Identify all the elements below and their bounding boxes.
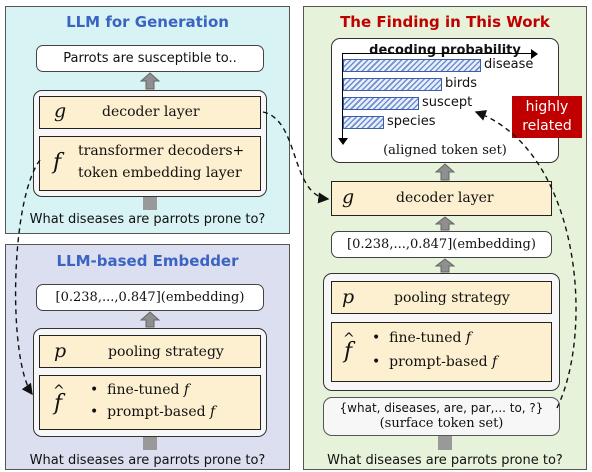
up-arrow-icon [434,258,456,273]
fhat-symbol: f [54,391,63,416]
surface-tokens-text: {what, diseases, are, par,... to, ?} [339,401,544,415]
finding-g-decoder-layer: g decoder layer [331,181,552,216]
embedder-p-pooling-strategy: p pooling strategy [39,335,261,368]
chart-bar-suscept [343,97,419,110]
transformer-decoders-label: transformer decoders+ [78,143,245,159]
bullet-prompt-based: • prompt-based f [90,404,215,420]
embedder-embedding-text: [0.238,...,0.847](embedding) [55,290,245,305]
highly-related-badge: highly related [512,96,582,138]
query-arrow-icon [143,437,157,450]
token-embedding-layer-label: token embedding layer [78,165,242,181]
g-symbol: g [342,186,355,208]
prompt-based-label: prompt-based [107,404,211,420]
finding-title: The Finding in This Work [340,13,550,31]
embedder-embedding-box: [0.238,...,0.847](embedding) [36,284,264,311]
highly-related-line1: highly [525,99,569,115]
f-symbol: f [53,150,62,175]
generation-query-text: What diseases are parrots prone to? [29,212,266,227]
up-arrow-icon [434,216,456,231]
surface-token-set-caption: (surface token set) [379,416,504,431]
prompt-based-label: prompt-based [389,354,493,370]
bullet-icon: • [372,330,390,346]
bullet-prompt-based: • prompt-based f [372,354,497,370]
embedder-query-text: What diseases are parrots prone to? [29,453,266,468]
generation-output-box: Parrots are susceptible to.. [36,45,264,72]
bullet-fine-tuned: • fine-tuned f [90,382,189,398]
hat-icon: ^ [53,383,65,399]
generation-output-text: Parrots are susceptible to.. [63,51,237,66]
chart-y-axis [342,53,343,139]
pooling-strategy-label: pooling strategy [394,290,510,306]
chart-x-axis [342,53,532,54]
decoder-layer-label: decoder layer [396,190,494,206]
aligned-token-set-caption: (aligned token set) [383,143,507,158]
chart-bar-disease [343,59,481,72]
f-symbol: f [210,404,216,420]
finding-p-pooling-strategy: p pooling strategy [331,281,552,314]
generation-title: LLM for Generation [66,13,229,31]
finding-query-text: What diseases are parrots prone to? [327,453,563,468]
bullet-icon: • [90,404,108,420]
up-arrow-icon [434,163,456,181]
query-arrow-icon [438,436,452,450]
generation-f-transformer-block: f transformer decoders+ token embedding … [39,136,261,191]
bullet-icon: • [372,354,390,370]
chart-y-axis-arrow-icon [338,138,348,145]
chart-bar-birds [343,78,442,91]
fine-tuned-label: fine-tuned [107,382,184,398]
chart-bar-label-birds: birds [445,76,478,91]
f-symbol: f [492,354,498,370]
decoder-layer-label: decoder layer [102,104,200,120]
generation-g-decoder-layer: g decoder layer [39,96,261,129]
fhat-symbol: f [344,339,353,364]
fine-tuned-label: fine-tuned [389,330,466,346]
finding-embedding-box: [0.238,...,0.847](embedding) [331,231,552,258]
embedder-title: LLM-based Embedder [56,252,239,270]
f-symbol: f [183,382,190,398]
chart-bars: disease birds suscept species [343,57,553,139]
p-symbol: p [54,340,67,362]
bullet-fine-tuned: • fine-tuned f [372,330,471,346]
query-arrow-icon [143,197,157,210]
chart-bar-label-suscept: suscept [422,95,473,110]
chart-bar-species [343,116,384,129]
up-arrow-icon [139,72,161,90]
finding-fhat-block: ^ f • fine-tuned f • prompt-based f [331,322,552,382]
chart-bar-label-disease: disease [484,57,534,72]
highly-related-line2: related [522,118,572,134]
bullet-icon: • [90,382,108,398]
p-symbol: p [342,286,355,308]
chart-bar-label-species: species [387,114,436,129]
hat-icon: ^ [343,331,355,347]
finding-embedding-text: [0.238,...,0.847](embedding) [347,237,536,252]
chart-x-axis-arrow-icon [531,49,538,59]
surface-token-set-box: {what, diseases, are, par,... to, ?} (su… [323,397,560,436]
g-symbol: g [54,100,67,122]
embedder-fhat-block: ^ f • fine-tuned f • prompt-based f [39,375,261,430]
f-symbol: f [465,330,472,346]
up-arrow-icon [139,311,161,328]
decoding-probability-title: decoding probability [369,43,521,58]
pooling-strategy-label: pooling strategy [108,344,224,360]
